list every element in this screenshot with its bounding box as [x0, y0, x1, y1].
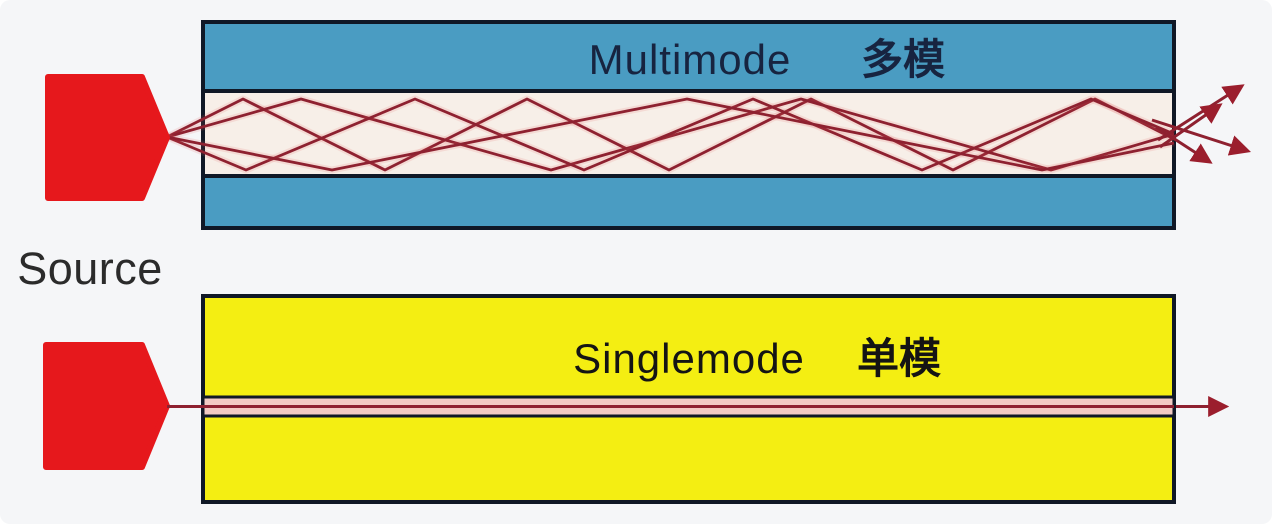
- laser-source-bottom-icon: [43, 342, 170, 470]
- multimode-fiber: Multimode 多模: [165, 20, 1176, 230]
- singlemode-label-zh: 单模: [857, 335, 941, 382]
- singlemode-label-en: Singlemode: [573, 335, 805, 382]
- singlemode-fiber: Singlemode 单模: [167, 294, 1176, 504]
- source-label: Source: [17, 243, 163, 294]
- light-ray-4-line: [166, 97, 1175, 172]
- light-ray-1: [165, 95, 1176, 174]
- light-ray-4: [166, 95, 1175, 174]
- multimode-label-zh: 多模: [861, 36, 945, 83]
- light-ray-1-line: [166, 97, 1175, 172]
- exit-arrow-icon-4: [1155, 125, 1213, 164]
- exit-arrow-icon-3: [1151, 118, 1251, 156]
- laser-source-top-icon: [45, 74, 170, 201]
- multimode-label-en: Multimode: [589, 36, 792, 83]
- exit-arrow-icon-2: [1159, 103, 1223, 149]
- multimode-exit-arrows: [1151, 84, 1251, 164]
